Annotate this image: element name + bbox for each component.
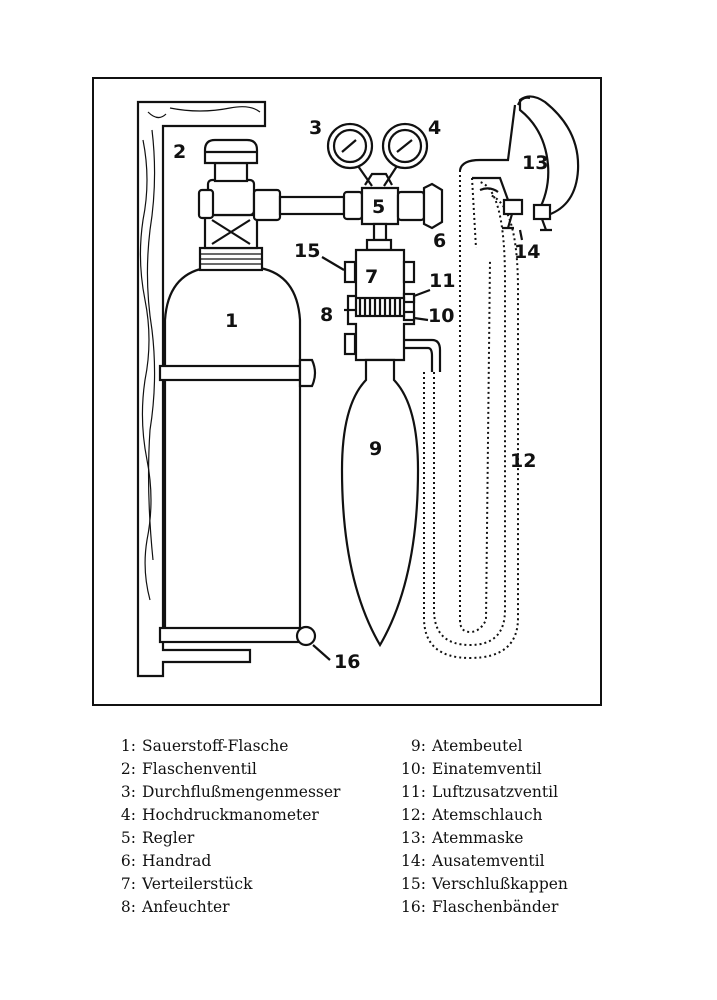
legend-item: 15:Verschlußkappen [401, 875, 568, 893]
label-2: 2 [173, 141, 186, 163]
humidifier [354, 296, 406, 318]
legend-item: 1:Sauerstoff-Flasche [120, 737, 289, 755]
label-11: 11 [429, 270, 455, 292]
legend-item: 4:Hochdruckmanometer [120, 806, 319, 824]
label-13: 13 [522, 152, 548, 174]
label-14: 14 [514, 241, 540, 263]
breathing-bag [340, 358, 420, 648]
label-1: 1 [225, 310, 238, 332]
legend-item: 10:Einatemventil [401, 760, 542, 778]
oxygen-apparatus-diagram: 1 2 3 4 5 6 7 8 9 10 11 12 13 14 15 16 [92, 77, 602, 706]
regulator [360, 172, 444, 230]
cylinder-valve [197, 138, 259, 220]
legend-item: 6:Handrad [120, 852, 212, 870]
label-5: 5 [372, 196, 385, 218]
label-6: 6 [433, 230, 446, 252]
legend-item: 12:Atemschlauch [401, 806, 543, 824]
legend-item: 9:Atembeutel [410, 737, 523, 755]
label-7: 7 [365, 266, 378, 288]
legend-column-left: 1:Sauerstoff-Flasche 2:Flaschenventil 3:… [102, 735, 372, 919]
label-16: 16 [334, 651, 360, 673]
legend-item: 5:Regler [120, 829, 195, 847]
legend-item: 11:Luftzusatzventil [401, 783, 559, 801]
flow-meter-gauge [326, 122, 374, 187]
legend-item: 7:Verteilerstück [120, 875, 253, 893]
legend-item: 16:Flaschenbänder [401, 898, 559, 916]
legend-item: 8:Anfeuchter [120, 898, 230, 916]
diagram-frame [92, 77, 602, 706]
exhalation-valve [502, 198, 552, 232]
label-8: 8 [320, 304, 333, 326]
label-9: 9 [369, 438, 382, 460]
label-12: 12 [510, 450, 536, 472]
cylinder-strap-top [158, 358, 317, 388]
breathing-mask [458, 95, 580, 217]
label-10: 10 [428, 305, 454, 327]
connection-pipe [252, 188, 364, 222]
legend: 1:Sauerstoff-Flasche 2:Flaschenventil 3:… [0, 735, 717, 935]
label-15: 15 [294, 240, 320, 262]
cylinder-strap-bottom [158, 625, 317, 647]
legend-column-right: 9:Atembeutel 10:Einatemventil 11:Luftzus… [392, 735, 622, 919]
wall-board [136, 100, 267, 678]
legend-item: 13:Atemmaske [401, 829, 524, 847]
legend-item: 3:Durchflußmengenmesser [120, 783, 341, 801]
legend-item: 14:Ausatemventil [401, 852, 545, 870]
label-4: 4 [428, 117, 441, 139]
breathing-hose [423, 170, 519, 660]
oxygen-cylinder [163, 213, 302, 637]
pressure-gauge [381, 122, 429, 187]
legend-item: 2:Flaschenventil [120, 760, 257, 778]
label-3: 3 [309, 117, 322, 139]
